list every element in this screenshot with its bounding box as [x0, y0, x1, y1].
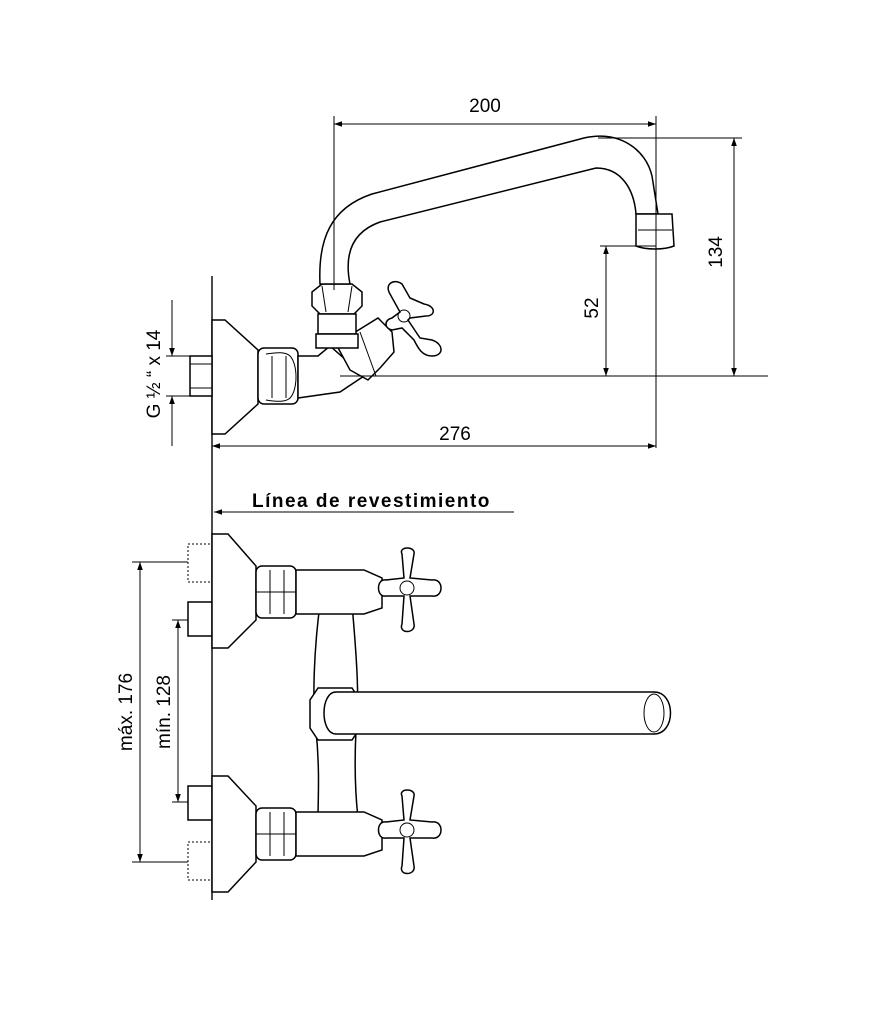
- dim-max-label: máx. 176: [116, 673, 137, 751]
- side-spout-pipe: [319, 135, 659, 285]
- upper-cross-handle: [377, 547, 442, 633]
- dim-276-label: 276: [439, 424, 471, 445]
- pipe-stub-top: [187, 601, 213, 637]
- dashed-stub-bottom: [187, 841, 213, 881]
- upper-escutcheon: [211, 533, 257, 649]
- side-spout-collar: [311, 283, 363, 315]
- extension-lines: [166, 116, 768, 448]
- dashed-stub-top: [187, 543, 213, 583]
- dimension-lines: [169, 121, 737, 449]
- front-spout: [323, 691, 672, 735]
- dim-134-label: 134: [706, 236, 727, 268]
- side-escutcheon: [211, 319, 259, 435]
- side-pipe-stub: [189, 355, 213, 397]
- front-view: [187, 533, 672, 893]
- upper-valve-arm: [295, 569, 383, 615]
- front-dimension-lines: [132, 561, 188, 863]
- side-valve-bonnet: [335, 317, 395, 381]
- dim-200-label: 200: [469, 96, 501, 117]
- side-view: [189, 135, 675, 435]
- lower-valve-arm: [295, 811, 383, 857]
- lower-cross-handle: [377, 789, 442, 875]
- dim-min-label: mín. 128: [154, 675, 175, 749]
- dim-52-label: 52: [582, 297, 603, 318]
- pipe-stub-bottom: [187, 785, 213, 821]
- dim-thread-label: G ½ “ x 14: [144, 329, 165, 418]
- lower-escutcheon: [211, 775, 257, 893]
- wall-line-label: Línea de revestimiento: [252, 491, 491, 512]
- side-aerator: [635, 213, 675, 250]
- side-cross-handle: [385, 280, 442, 357]
